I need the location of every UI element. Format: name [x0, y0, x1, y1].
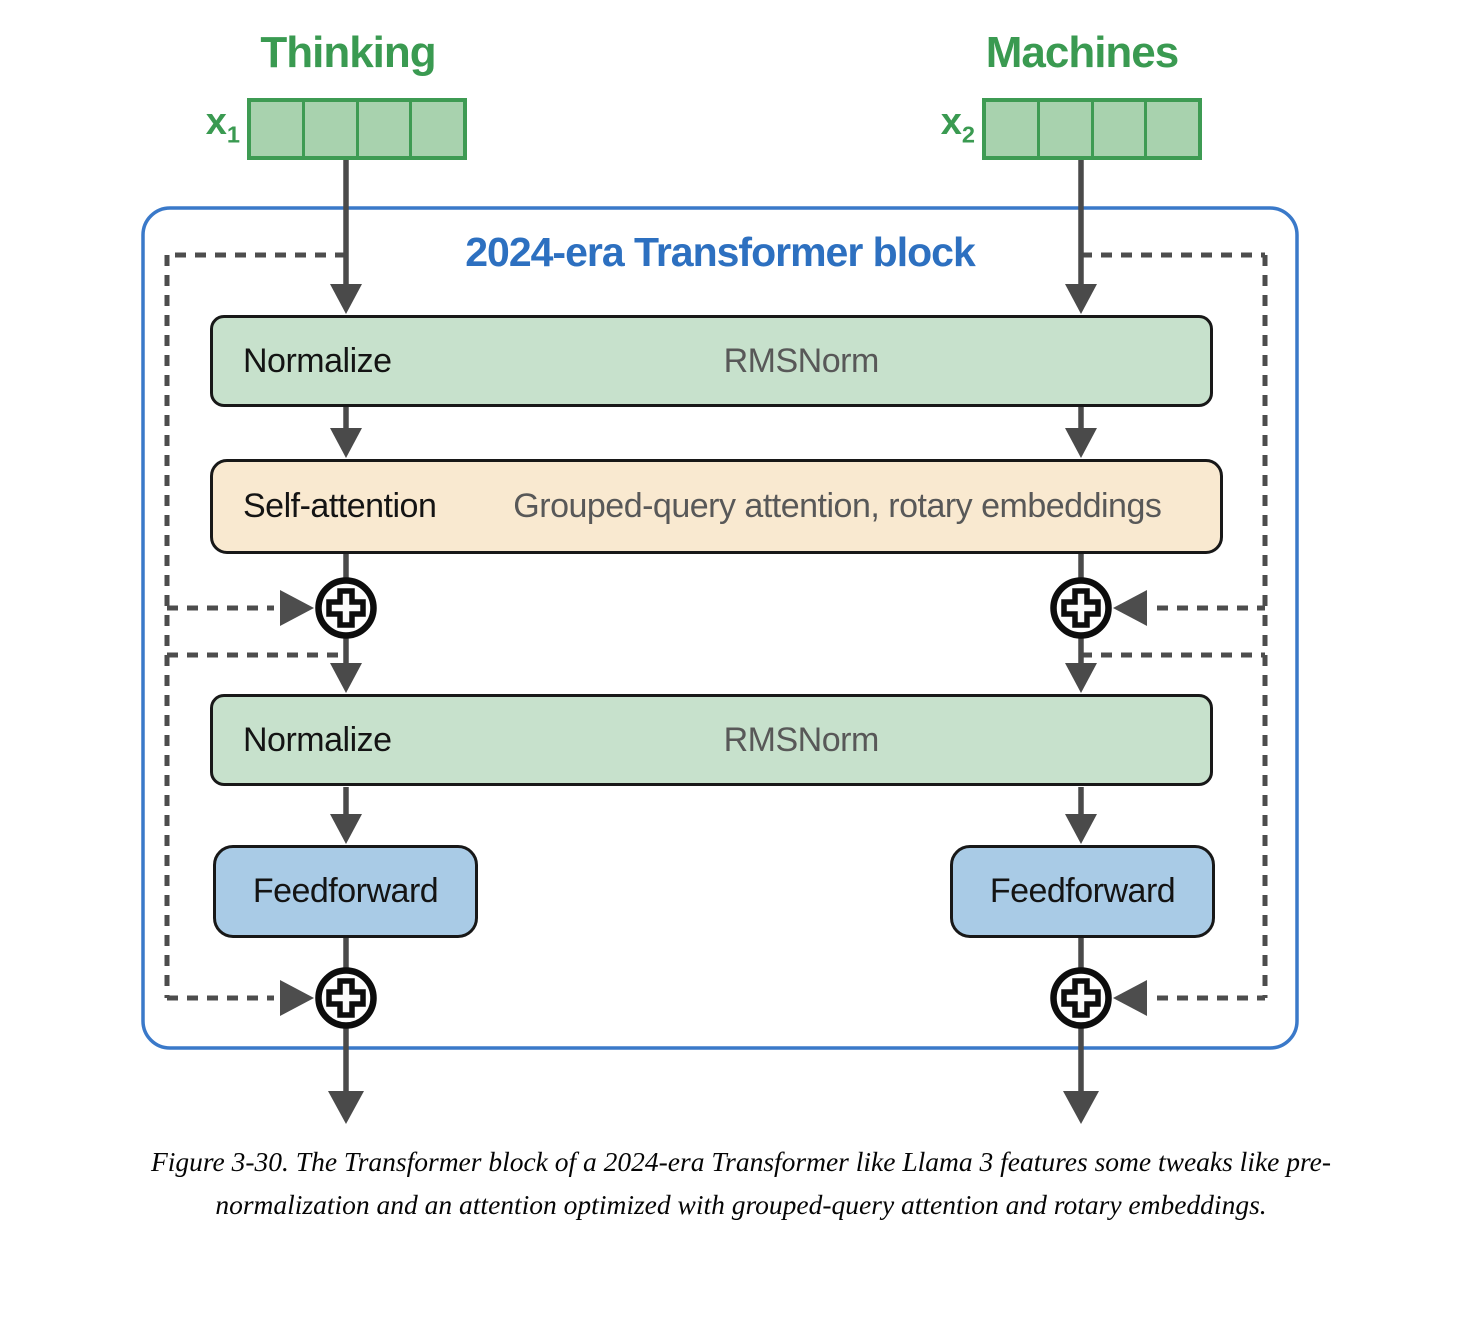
- arrow-down-icon: [1063, 1091, 1099, 1124]
- node-feedforward-right: Feedforward: [950, 845, 1215, 938]
- node-label: Feedforward: [252, 872, 439, 910]
- embedding-cell: [409, 102, 463, 156]
- node-label: Normalize: [243, 341, 392, 380]
- embedding-cell: [1036, 102, 1091, 156]
- transformer-block-outline: [141, 206, 1299, 1050]
- input-word-machines: Machines: [985, 28, 1180, 77]
- embedding-cell: [301, 102, 356, 156]
- flow-lines: [343, 158, 1084, 1092]
- token-symbol-subscript: 2: [961, 121, 975, 148]
- node-self-attention: Self-attention Grouped-query attention, …: [210, 459, 1223, 554]
- node-feedforward-left: Feedforward: [213, 845, 478, 938]
- residual-skip-connections: [164, 252, 1268, 1001]
- add-icon: [315, 577, 377, 639]
- add-icon: [1050, 577, 1112, 639]
- figure-caption: Figure 3-30. The Transformer block of a …: [150, 1146, 1332, 1221]
- token-symbol-subscript: 1: [226, 121, 240, 148]
- node-label: Feedforward: [989, 872, 1176, 910]
- arrow-left-icon: [1113, 590, 1147, 626]
- add-icon: [315, 967, 377, 1029]
- embedding-cell: [251, 102, 302, 156]
- embedding-cell: [986, 102, 1037, 156]
- arrow-down-icon: [1065, 663, 1097, 693]
- residual-arrowheads: [280, 590, 1147, 1016]
- token-symbol-x1: x1: [194, 101, 240, 149]
- token-symbol-letter: x: [205, 101, 227, 143]
- embedding-cell: [355, 102, 410, 156]
- token-symbol-letter: x: [940, 101, 962, 143]
- flow-arrowheads: [328, 284, 1099, 1124]
- node-label: Normalize: [243, 720, 392, 759]
- arrow-down-icon: [1065, 428, 1097, 458]
- embedding-vector-x2: [982, 98, 1202, 160]
- arrow-down-icon: [330, 284, 362, 314]
- node-normalize-1: Normalize RMSNorm: [210, 315, 1213, 407]
- arrow-right-icon: [280, 980, 314, 1016]
- arrow-down-icon: [330, 663, 362, 693]
- arrow-left-icon: [1113, 980, 1147, 1016]
- arrow-down-icon: [330, 428, 362, 458]
- embedding-cell: [1090, 102, 1145, 156]
- input-word-thinking: Thinking: [260, 28, 436, 77]
- arrow-down-icon: [1065, 814, 1097, 844]
- arrow-down-icon: [330, 814, 362, 844]
- figure-caption-container: Figure 3-30. The Transformer block of a …: [0, 1140, 1482, 1226]
- node-annotation: Grouped-query attention, rotary embeddin…: [513, 487, 1162, 525]
- add-icon: [1050, 967, 1112, 1029]
- node-label: Self-attention: [243, 487, 437, 525]
- arrow-down-icon: [1065, 284, 1097, 314]
- block-title: 2024-era Transformer block: [465, 229, 976, 275]
- arrow-down-icon: [328, 1091, 364, 1124]
- embedding-cell: [1144, 102, 1198, 156]
- node-annotation: RMSNorm: [723, 341, 880, 380]
- residual-add-nodes: [315, 577, 1112, 1029]
- token-symbol-x2: x2: [929, 101, 975, 149]
- node-normalize-2: Normalize RMSNorm: [210, 694, 1213, 786]
- embedding-vector-x1: [247, 98, 467, 160]
- node-annotation: RMSNorm: [723, 720, 880, 759]
- arrow-right-icon: [280, 590, 314, 626]
